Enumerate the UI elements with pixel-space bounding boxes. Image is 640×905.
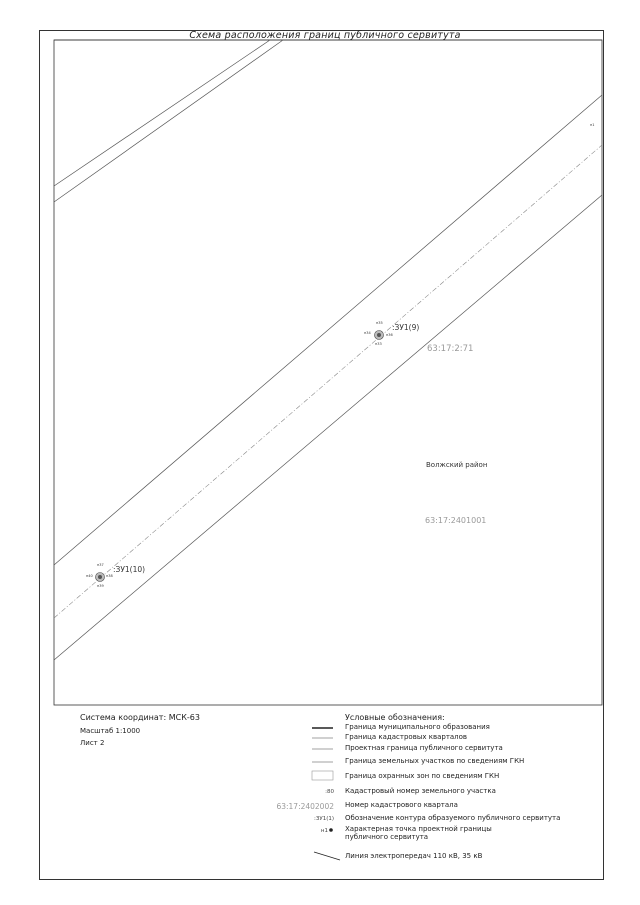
contour-2-point-label: н37 [97,563,104,567]
legend-item-contour: Обозначение контура образуемого публично… [345,814,561,822]
legend-item-servitude: Проектная граница публичного сервитута [345,744,503,752]
legend-item-point: Характерная точка проектной границы публ… [345,825,492,841]
legend-sample-quarter-number: 63:17:2402002 [276,802,334,811]
map-sheet-frame [39,30,604,880]
legend-item-cadastral-number: Кадастровый номер земельного участка [345,787,496,795]
contour-2-point-label: н39 [97,584,104,588]
contour-2-point-label: н38 [106,574,113,578]
corridor-boundary-lower [53,194,603,661]
contour-1-point-label: н35 [376,321,383,325]
legend-sample-point-dot [329,828,333,832]
legend-item-parcels: Граница земельных участков по сведениям … [345,757,525,765]
coordinate-system: Система координат: МСК-63 [80,713,200,722]
legend-sample-cadastral-number: :80 [325,789,334,795]
legend-sample-protect-zones [311,770,334,781]
road-line-2 [53,39,284,203]
quarter-label-2: 63:17:2401001 [425,516,487,525]
district-label: Волжский район [426,461,488,469]
corner-point-label: н1 [590,123,595,127]
legend-title: Условные обозначения: [345,713,445,722]
legend-sample-contour: :ЗУ1(1) [313,816,334,822]
sheet-number: Лист 2 [80,739,105,747]
contour-1-point-label: н36 [386,333,393,337]
contour-1-label: :ЗУ1(9) [392,323,420,332]
contour-2-point-label: н40 [86,574,93,578]
legend-item-power-line: Линия электропередач 110 кВ, 35 кВ [345,852,483,860]
contour-2-label: :ЗУ1(10) [113,565,146,574]
map-frame [53,39,603,706]
quarter-label-1: 63:17:2:71 [427,344,474,354]
contour-1-point-label: н33 [375,342,382,346]
legend-item-protect-zones: Граница охранных зон по сведениям ГКН [345,772,500,780]
legend-item-municipal: Граница муниципального образования [345,723,490,731]
contour-1-marker [374,330,384,340]
scale: Масштаб 1:1000 [80,727,141,735]
map-title: Схема расположения границ публичного сер… [189,30,461,41]
power-line [53,144,603,619]
legend-item-quarter-number: Номер кадастрового квартала [345,801,458,809]
legend-sample-power-line [313,851,341,861]
road-line-1 [53,39,271,187]
legend-sample-point: н1 [320,828,328,834]
legend-item-quarters: Граница кадастровых кварталов [345,733,468,741]
contour-1-point-label: н34 [364,331,371,335]
corridor-boundary-upper [53,94,603,566]
contour-2-marker [95,572,105,582]
